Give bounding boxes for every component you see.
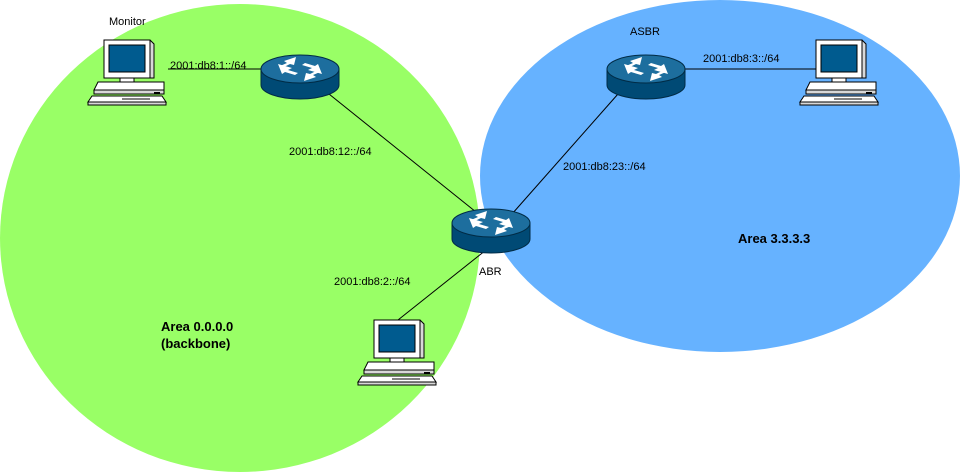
abr-label: ABR [479, 266, 502, 278]
link-label-r1-abr: 2001:db8:12::/64 [289, 146, 372, 158]
link-r1-abr [323, 89, 477, 213]
router-r1-icon[interactable] [260, 54, 340, 100]
area-backbone-label: Area 0.0.0.0 [161, 319, 233, 334]
area-backbone-circle [0, 4, 480, 472]
link-abr-asbr [511, 93, 619, 215]
link-label-monitor-r1: 2001:db8:1::/64 [170, 60, 246, 72]
link-label-abr-host2: 2001:db8:2::/64 [334, 276, 410, 288]
asbr-label: ASBR [630, 26, 660, 38]
area-3-label: Area 3.3.3.3 [738, 231, 810, 246]
link-abr-host2 [397, 249, 487, 321]
router-asbr-icon[interactable] [606, 54, 686, 100]
link-label-asbr-host3: 2001:db8:3::/64 [703, 53, 779, 65]
monitor-label: Monitor [109, 16, 146, 28]
link-label-abr-asbr: 2001:db8:23::/64 [563, 161, 646, 173]
area-backbone-sublabel: (backbone) [161, 336, 230, 351]
router-abr-icon[interactable] [451, 208, 531, 254]
